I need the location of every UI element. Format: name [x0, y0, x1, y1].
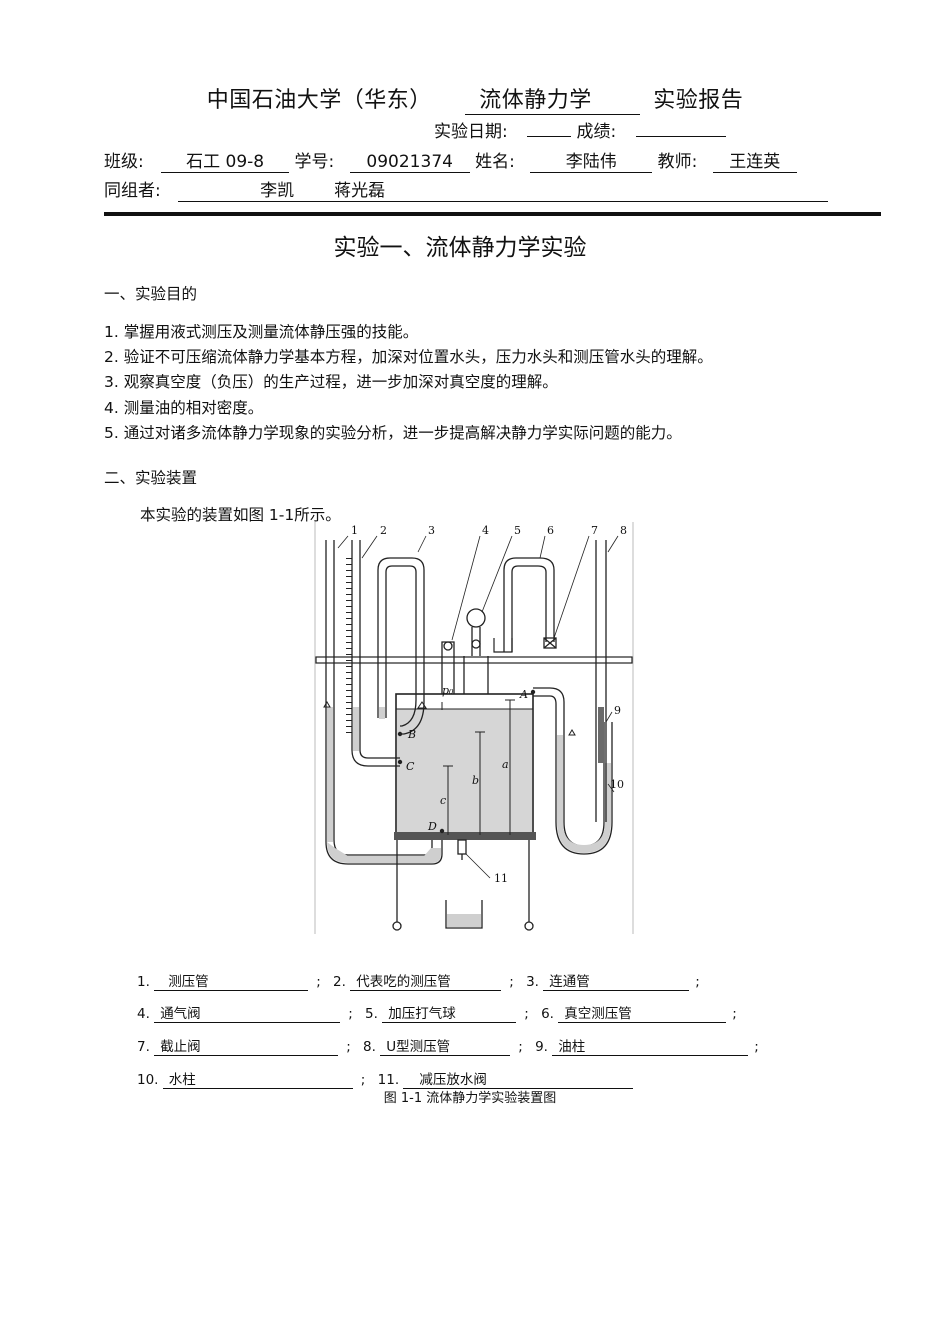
date-label: 实验日期:	[434, 122, 508, 142]
student-info-row: 班级: 石工 09-8 学号: 09021374 姓名: 李陆伟 教师: 王连英	[104, 147, 797, 173]
name-label: 姓名:	[475, 152, 515, 172]
legend-text: 通气阀	[154, 1002, 341, 1023]
label-9: 9	[614, 704, 621, 717]
apparatus-figure: 1 2 3 4 5 6 7 8 9 10 11 A B C D a b c p₀	[314, 522, 634, 934]
apparatus-intro: 本实验的装置如图 1-1所示。	[140, 506, 341, 524]
dimension-lines	[441, 699, 515, 835]
legend-num: 5.	[365, 1006, 378, 1022]
label-7: 7	[591, 524, 598, 537]
report-label: 实验报告	[653, 88, 744, 113]
beaker	[445, 900, 483, 929]
id-label: 学号:	[294, 152, 335, 172]
legend-num: 2.	[333, 974, 346, 990]
teacher-label: 教师:	[657, 152, 698, 172]
legend-num: 11.	[377, 1072, 400, 1088]
stop-valve-7	[543, 637, 557, 649]
teacher-field: 王连英	[712, 147, 797, 173]
measure-points	[397, 689, 536, 834]
support-rod	[315, 656, 633, 664]
legend-text: 加压打气球	[382, 1002, 517, 1023]
label-6: 6	[547, 524, 554, 537]
class-label: 班级:	[104, 152, 144, 172]
label-1: 1	[351, 524, 358, 537]
stand-legs	[392, 840, 534, 931]
label-8: 8	[620, 524, 627, 537]
legend-num: 6.	[541, 1006, 554, 1022]
dim-b: b	[472, 774, 479, 787]
connecting-tube-3	[377, 557, 425, 735]
point-c: C	[406, 760, 415, 773]
vent-valve-4	[441, 641, 455, 694]
group-member-2: 蒋光磊	[334, 181, 386, 201]
legend-text: 连通管	[543, 970, 690, 991]
piezometer-tube-2	[351, 540, 400, 767]
section-apparatus-heading: 二、实验装置	[104, 469, 198, 487]
purpose-item: 4. 测量油的相对密度。	[104, 399, 264, 417]
id-field: 09021374	[349, 152, 470, 173]
header-divider	[104, 212, 881, 216]
pressure-bulb-5	[463, 608, 489, 694]
group-member-1: 李凯	[260, 181, 295, 201]
surface-pressure: p₀	[442, 684, 454, 697]
legend-text: 减压放水阀	[403, 1068, 634, 1089]
legend-row-1: 1. 测压管; 2. 代表吃的测压管; 3. 连通管;	[137, 970, 706, 991]
legend-text: 测压管	[154, 970, 309, 991]
course-name: 流体静力学	[465, 82, 640, 115]
score-field	[635, 136, 726, 137]
measuring-scale	[346, 556, 352, 736]
legend-row-3: 7. 截止阀; 8. U型测压管; 9. 油柱;	[137, 1035, 765, 1056]
legend-text: 水柱	[162, 1068, 353, 1089]
school-name: 中国石油大学（华东）	[206, 88, 432, 113]
legend-row-2: 4. 通气阀; 5. 加压打气球; 6. 真空测压管;	[137, 1002, 743, 1023]
point-b: B	[407, 728, 416, 741]
legend-num: 8.	[363, 1039, 376, 1055]
figure-caption: 图 1-1 流体静力学实验装置图	[383, 1091, 557, 1106]
report-title: 中国石油大学（华东） 流体静力学 实验报告	[0, 82, 950, 115]
class-field: 石工 09-8	[161, 147, 290, 173]
legend-text: 油柱	[552, 1035, 749, 1056]
label-11: 11	[494, 872, 508, 885]
date-score-row: 实验日期: 成绩:	[434, 117, 726, 142]
apparatus-diagram: 1 2 3 4 5 6 7 8 9 10 11 A B C D a b c p₀	[314, 522, 634, 934]
group-field: 李凯 蒋光磊	[178, 176, 829, 202]
legend-text: U型测压管	[380, 1035, 511, 1056]
legend-num: 1.	[137, 974, 150, 990]
tank-water	[397, 709, 532, 835]
legend-text: 截止阀	[154, 1035, 339, 1056]
legend-text: 真空测压管	[558, 1002, 727, 1023]
point-d: D	[427, 820, 437, 833]
point-a: A	[519, 688, 528, 701]
label-4: 4	[482, 524, 489, 537]
group-label: 同组者:	[104, 181, 161, 201]
vacuum-tube-6	[503, 557, 555, 652]
date-field	[527, 136, 572, 137]
purpose-item: 1. 掌握用液式测压及测量流体静压强的技能。	[104, 323, 419, 341]
label-10: 10	[610, 778, 624, 791]
legend-num: 9.	[535, 1039, 548, 1055]
label-5: 5	[514, 524, 521, 537]
score-label: 成绩:	[576, 122, 617, 142]
oil-column-9	[598, 707, 604, 763]
legend-num: 3.	[526, 974, 539, 990]
drain-valve-11	[457, 839, 467, 860]
dim-c: c	[440, 794, 446, 807]
experiment-title: 实验一、流体静力学实验	[333, 235, 587, 261]
legend-num: 10.	[137, 1072, 159, 1088]
name-field: 李陆伟	[530, 147, 653, 173]
purpose-item: 3. 观察真空度（负压）的生产过程，进一步加深对真空度的理解。	[104, 373, 558, 391]
u-tube-8	[595, 540, 607, 822]
label-2: 2	[380, 524, 387, 537]
group-row: 同组者: 李凯 蒋光磊	[104, 176, 829, 202]
legend-num: 4.	[137, 1006, 150, 1022]
legend-row-4: 10. 水柱; 11. 减压放水阀	[137, 1068, 634, 1089]
purpose-item: 2. 验证不可压缩流体静力学基本方程，加深对位置水头，压力水头和测压管水头的理解…	[104, 348, 713, 366]
label-3: 3	[428, 524, 435, 537]
dim-a: a	[502, 758, 509, 771]
legend-text: 代表吃的测压管	[350, 970, 502, 991]
water-column-10	[557, 735, 611, 853]
legend-num: 7.	[137, 1039, 150, 1055]
purpose-item: 5. 通过对诸多流体静力学现象的实验分析，进一步提高解决静力学实际问题的能力。	[104, 424, 682, 442]
section-purpose-heading: 一、实验目的	[104, 285, 198, 303]
tank-base	[394, 832, 536, 840]
